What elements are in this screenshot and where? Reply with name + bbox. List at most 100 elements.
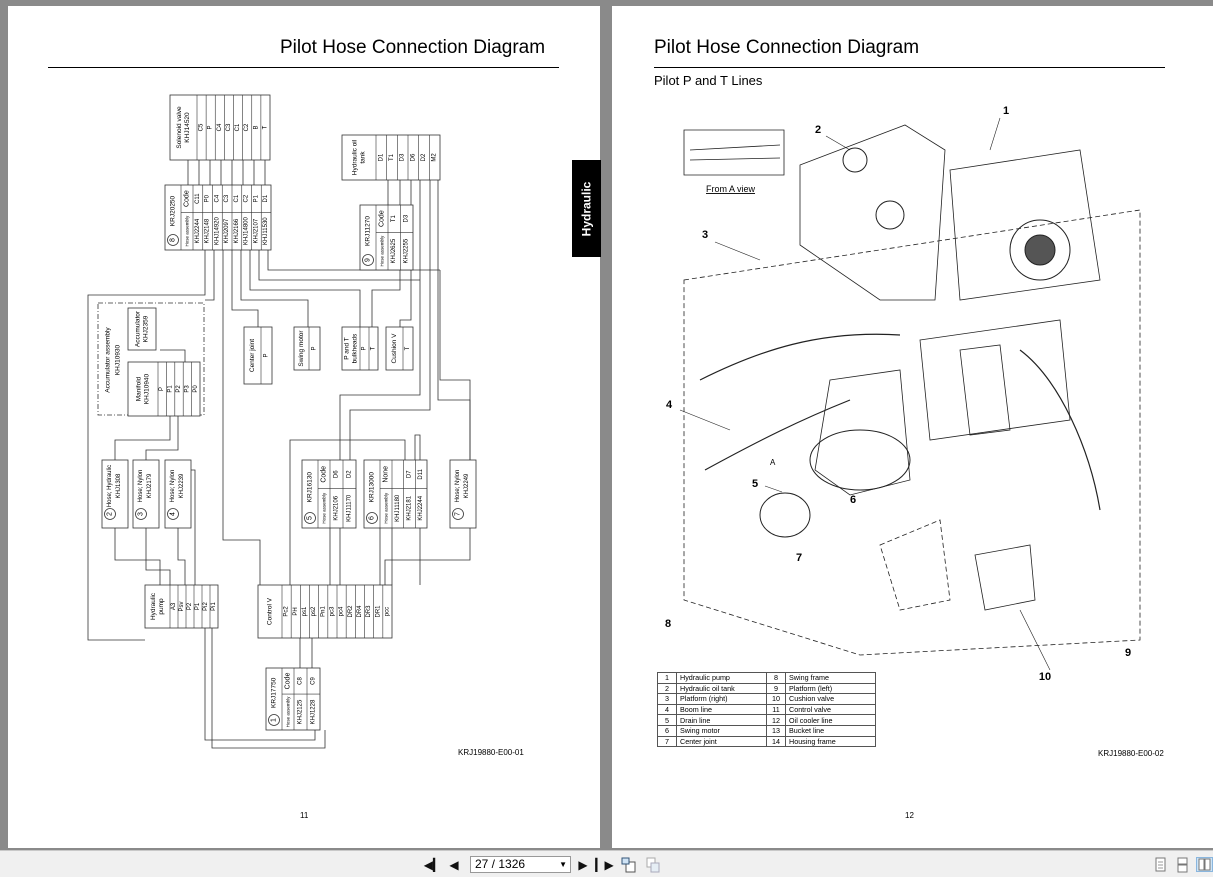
hose-set-id: KRJ17750 xyxy=(271,677,278,708)
legend-part-number: 10 xyxy=(766,693,786,705)
callout-10: 10 xyxy=(1039,671,1051,683)
hose-code: C11 xyxy=(195,193,201,204)
illustration-line xyxy=(919,319,1071,441)
illustration-line xyxy=(699,333,1101,511)
illustration-line xyxy=(879,519,951,611)
page-subtitle: Pilot P and T Lines xyxy=(654,73,763,88)
illustration-line xyxy=(959,344,1011,436)
two-page-view-button[interactable] xyxy=(1196,857,1213,872)
hose-line xyxy=(249,250,361,327)
insert-page-button[interactable] xyxy=(645,857,661,872)
extract-page-icon xyxy=(621,857,636,872)
hose-code: D1 xyxy=(263,194,269,202)
page-indicator: 27 / 1326 xyxy=(475,857,526,871)
swing-motor-label: Swing motor xyxy=(298,330,305,367)
single-page-view-button[interactable] xyxy=(1154,857,1168,872)
hose-number: KHJ2125 xyxy=(298,699,304,724)
hose-line xyxy=(190,469,196,585)
last-page-button[interactable]: ▎▶ xyxy=(595,857,614,872)
swing-motor-body xyxy=(809,429,911,491)
illustration-line xyxy=(683,129,785,176)
callout-4: 4 xyxy=(666,399,673,411)
code-header: Code xyxy=(379,210,386,227)
hose-line xyxy=(258,250,420,281)
hose-number: KHJ2106 xyxy=(334,495,340,520)
code-header: Code xyxy=(184,190,191,207)
hydraulic-oil-tank-label: Hydraulic oil xyxy=(352,139,359,175)
item-number-circle xyxy=(104,508,116,520)
pin-label: DR2 xyxy=(348,605,354,618)
pin-label: Pn1 xyxy=(320,606,326,617)
extract-page-button[interactable] xyxy=(621,857,637,872)
center-joint-label: Center joint xyxy=(249,339,256,372)
single-hose-label: KHJ2239 xyxy=(179,473,185,498)
item-number-circle xyxy=(362,254,374,266)
hose-number: KHJ2255 xyxy=(404,238,410,263)
first-page-button[interactable]: ◀▎ xyxy=(423,857,443,872)
legend-part-number: 2 xyxy=(657,682,677,695)
pin-label: P xyxy=(208,125,214,129)
legend-part-name: Hydraulic oil tank xyxy=(676,682,767,695)
pin-label: D1 xyxy=(378,153,384,161)
hose-code: P1 xyxy=(253,194,259,202)
continuous-page-icon xyxy=(1177,857,1188,872)
right-page: Pilot Hose Connection Diagram Pilot P an… xyxy=(612,6,1213,848)
hose-line xyxy=(211,628,326,749)
pin-label: P xyxy=(362,346,368,350)
page-number-input[interactable]: 27 / 1326 ▼ xyxy=(470,856,571,873)
hose-code: D6 xyxy=(334,470,340,478)
hose-line xyxy=(231,250,259,327)
manifold-outline xyxy=(127,361,201,417)
pin-label: P1 xyxy=(168,385,174,393)
hydraulic-oil-tank-label: tank xyxy=(360,151,367,164)
pin-label: pc4 xyxy=(339,606,345,616)
pump-hub xyxy=(1024,234,1056,266)
item-number: 8 xyxy=(170,238,177,242)
hose-line xyxy=(114,416,171,460)
next-page-button[interactable]: ▶ xyxy=(577,857,589,872)
illustration-line xyxy=(974,544,1036,611)
pin-label: P xyxy=(159,387,165,391)
cushion-v-label: Cushion V xyxy=(391,333,398,364)
pin-label: pc3 xyxy=(329,606,335,616)
page-number: 11 xyxy=(300,811,309,820)
continuous-view-button[interactable] xyxy=(1176,857,1190,872)
hose-assembly-header: Hose assembly xyxy=(322,492,327,524)
hose-line xyxy=(339,180,421,460)
pin-label: P xyxy=(264,353,270,357)
last-page-icon: ▎▶ xyxy=(595,857,614,872)
pt-bulkheads-label: bulkheads xyxy=(352,333,359,363)
title-rule xyxy=(48,67,559,68)
dropdown-arrow-icon[interactable]: ▼ xyxy=(559,860,567,869)
pin-label: ps1 xyxy=(302,606,308,616)
pin-label: D2 xyxy=(421,153,427,161)
first-page-icon: ◀▎ xyxy=(423,857,443,872)
code-header: Code xyxy=(285,673,292,690)
from-a-view-label: From A view xyxy=(706,184,756,194)
item-number-circle xyxy=(366,512,378,524)
hose-line xyxy=(204,628,316,741)
manifold-label: KHJ10940 xyxy=(144,373,151,404)
pin-label: DR1 xyxy=(375,605,381,618)
single-hose-label: Hose; Hydraulic xyxy=(107,465,113,507)
illustration-line xyxy=(683,209,1141,656)
single-hose-label: KHJ1308 xyxy=(116,473,122,498)
page-number: 12 xyxy=(905,811,914,820)
hose-set-id: KRJ13000 xyxy=(369,472,376,503)
pin-label: D6 xyxy=(410,153,416,161)
hose-line xyxy=(177,528,186,585)
hose-number: KHJ14800 xyxy=(244,216,250,245)
single-hose-label: Hose; Nylon xyxy=(138,470,144,503)
previous-page-button[interactable]: ◀ xyxy=(448,857,460,872)
hose-code: C1 xyxy=(234,194,240,202)
pin-label: Pi1 xyxy=(211,602,217,611)
hose-set-8-outline xyxy=(164,184,272,251)
